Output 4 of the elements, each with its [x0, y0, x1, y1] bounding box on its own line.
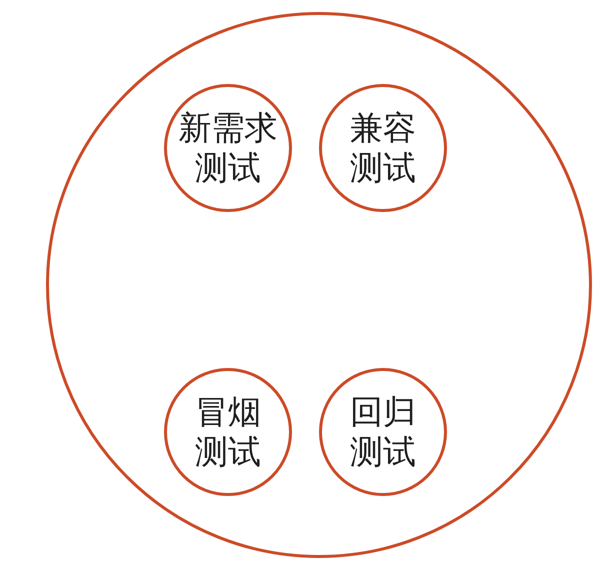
- circle-label: 回归测试: [349, 392, 417, 472]
- circle-label: 兼容测试: [349, 108, 417, 188]
- circle-label: 冒烟测试: [194, 392, 262, 472]
- circle-label: 新需求测试: [178, 108, 278, 188]
